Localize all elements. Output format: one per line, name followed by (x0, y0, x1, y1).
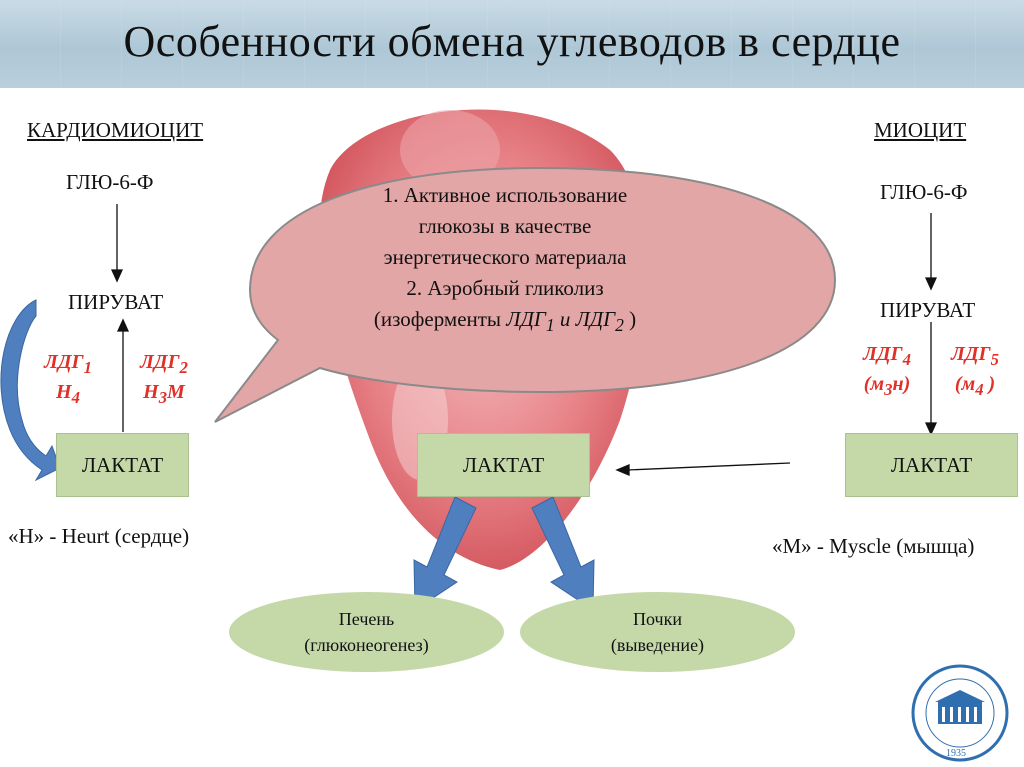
right-note: «М» - Myscle (мышца) (772, 534, 975, 558)
left-pyruvate-label: ПИРУВАТ (68, 290, 164, 314)
left-glucose-label: ГЛЮ-6-Ф (66, 170, 154, 194)
right-glucose-label: ГЛЮ-6-Ф (880, 180, 968, 204)
bubble-line-1: 1. Активное использование (382, 183, 628, 207)
bubble-text: 1. Активное использование глюкозы в каче… (340, 180, 670, 341)
bubble-line-5: (изоферменты ЛДГ1 и ЛДГ2 ) (373, 307, 637, 336)
right-heading: МИОЦИТ (874, 118, 967, 142)
university-logo-icon (911, 664, 1009, 762)
kidneys-oval: Почки (выведение) (520, 592, 795, 672)
slide-title: Особенности обмена углеводов в сердце (123, 17, 901, 66)
title-banner (0, 0, 1024, 88)
kidneys-process: (выведение) (610, 635, 705, 655)
left-lactate-box: ЛАКТАТ (56, 433, 189, 497)
liver-label: Печень (338, 609, 395, 629)
arrow-to-kidneys (531, 496, 595, 611)
right-enzyme-ldh5: ЛДГ5 (м4 ) (951, 343, 999, 399)
arrow-to-liver (413, 496, 477, 611)
left-enzyme-ldh2: ЛДГ2 Н3М (140, 351, 188, 407)
left-heading: КАРДИОМИОЦИТ (27, 118, 204, 142)
center-lactate-box: ЛАКТАТ (417, 433, 590, 497)
liver-process: (глюконеогенез) (304, 635, 429, 655)
right-enzyme-ldh4: ЛДГ4 (м3н) (863, 343, 911, 399)
bubble-line-2: глюкозы в качестве (418, 214, 592, 238)
bubble-line-3: энергетического материала (383, 245, 627, 269)
speech-bubble (214, 166, 837, 423)
right-pyruvate-label: ПИРУВАТ (880, 298, 976, 322)
liver-oval: Печень (глюконеогенез) (229, 592, 504, 672)
left-note: «Н» - Heurt (сердце) (8, 524, 190, 548)
bubble-line-4: 2. Аэробный гликолиз (406, 276, 604, 300)
right-lactate-box: ЛАКТАТ (845, 433, 1018, 497)
curved-blue-arrow (0, 299, 61, 482)
logo-year: 1935 (946, 748, 966, 759)
kidneys-label: Почки (633, 609, 682, 629)
left-enzyme-ldh1: ЛДГ1 Н4 (44, 351, 92, 407)
